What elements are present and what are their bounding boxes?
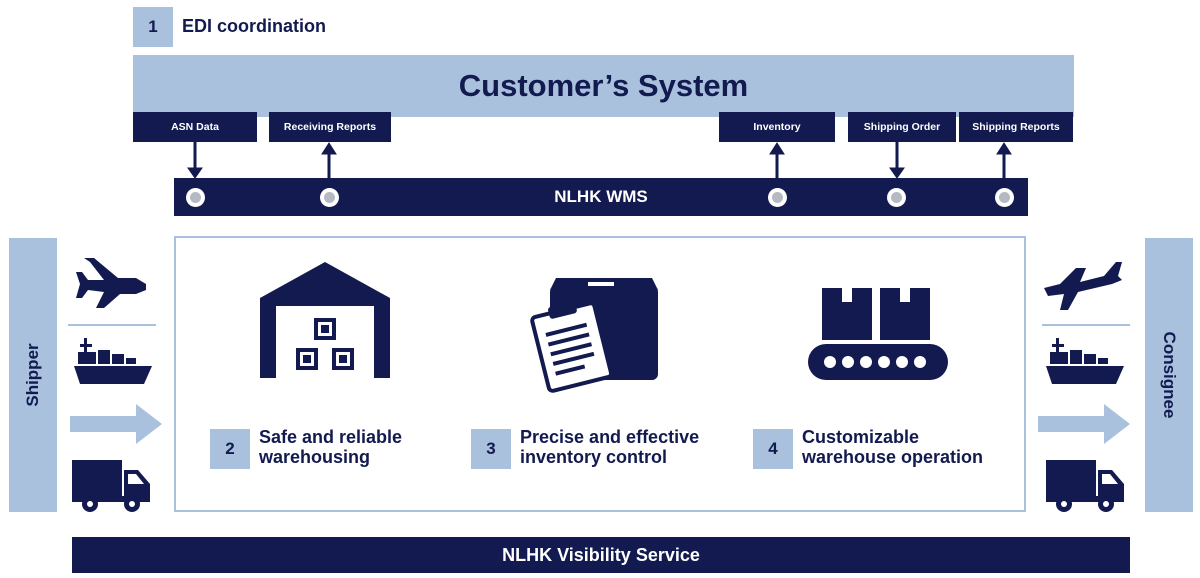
customer-system-label: Customer’s System <box>458 68 749 103</box>
edi-title: EDI coordination <box>182 16 326 36</box>
wms-connector-dot <box>320 188 339 207</box>
feature-2-number-badge: 2 <box>210 429 250 469</box>
feature-4-number-badge: 4 <box>753 429 793 469</box>
consignee-label: Consignee <box>1160 331 1179 419</box>
clipboard-box-icon <box>530 278 658 393</box>
truck-icon <box>1046 460 1124 512</box>
wms-connector-dot <box>768 188 787 207</box>
right-separator <box>1042 324 1130 326</box>
shipping-order-arrowhead-icon <box>889 167 905 179</box>
inventory-label: Inventory <box>719 112 835 142</box>
shipping-reports-arrowhead-icon <box>996 142 1012 155</box>
shipper-label: Shipper <box>23 343 42 407</box>
wms-connector-dot <box>887 188 906 207</box>
airplane-icon <box>1044 262 1122 310</box>
wms-label: NLHK WMS <box>554 187 648 206</box>
right-arrow-icon <box>70 404 162 444</box>
left-separator <box>68 324 156 326</box>
visibility-service-bar: NLHK Visibility Service <box>72 537 1130 573</box>
receiving-reports-label: Receiving Reports <box>269 112 391 142</box>
ship-icon <box>1046 338 1124 384</box>
receiving-arrowhead-icon <box>321 142 337 155</box>
warehouse-icon <box>260 262 390 378</box>
feature-3-number-badge: 3 <box>471 429 511 469</box>
wms-bar: NLHK WMS <box>174 178 1028 216</box>
consignee-bar: Consignee <box>1145 238 1193 512</box>
customer-system-bar: Customer’s System <box>133 55 1074 117</box>
warehouse-services-box <box>174 236 1026 512</box>
shipper-bar: Shipper <box>9 238 57 512</box>
right-arrow-icon <box>1038 404 1130 444</box>
visibility-service-label: NLHK Visibility Service <box>502 544 700 565</box>
wms-connector-dot <box>186 188 205 207</box>
shipping-order-label: Shipping Order <box>848 112 956 142</box>
truck-icon <box>72 460 150 512</box>
conveyor-icon <box>808 288 948 380</box>
asn-data-label: ASN Data <box>133 112 257 142</box>
airplane-icon <box>76 258 146 308</box>
ship-icon <box>74 338 152 384</box>
shipping-reports-label: Shipping Reports <box>959 112 1073 142</box>
edi-number-badge: 1 <box>133 7 173 47</box>
inventory-arrowhead-icon <box>769 142 785 155</box>
wms-connector-dot <box>995 188 1014 207</box>
asn-arrowhead-icon <box>187 167 203 179</box>
